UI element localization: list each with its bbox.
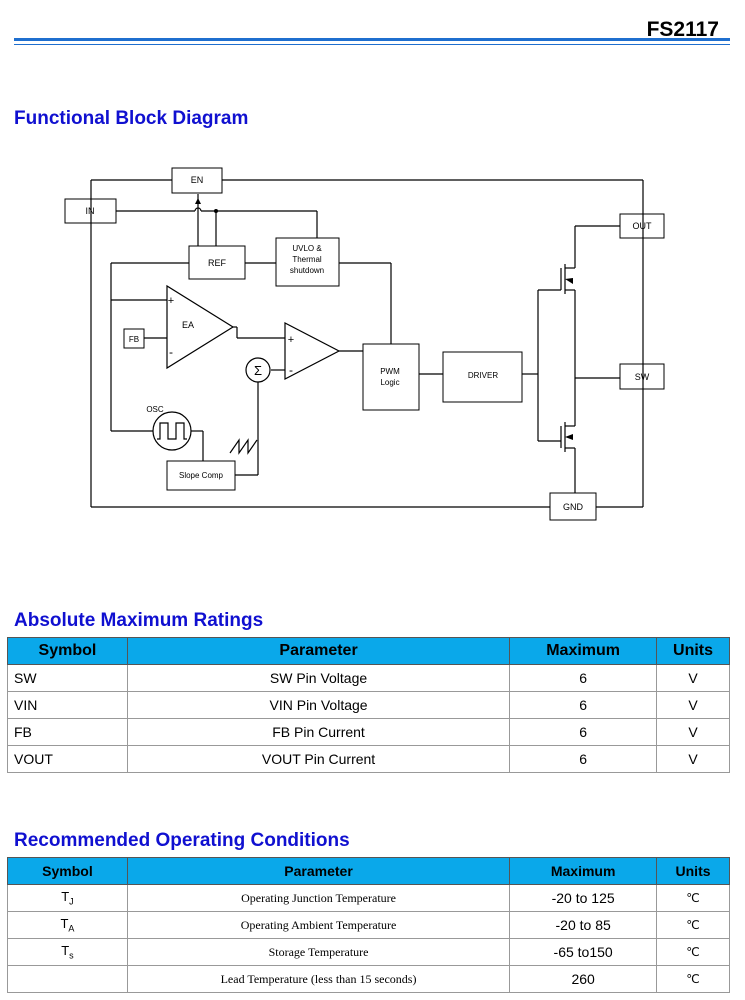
cell-parameter: SW Pin Voltage — [126, 664, 511, 692]
pwm-label-2: Logic — [380, 378, 399, 387]
symbol-main: T — [61, 889, 70, 905]
ea-plus-sign: + — [168, 295, 174, 307]
cell-units: V — [656, 664, 730, 692]
table-row: Lead Temperature (less than 15 seconds) … — [7, 965, 730, 993]
osc-label: OSC — [146, 405, 164, 414]
cell-units: ℃ — [656, 965, 730, 993]
cell-symbol: FB — [7, 718, 128, 746]
ea-label: EA — [182, 320, 194, 330]
table-header-row: Symbol Parameter Maximum Units — [7, 857, 730, 885]
cell-maximum: 6 — [509, 691, 658, 719]
in-label: IN — [86, 206, 95, 216]
cell-parameter: FB Pin Current — [126, 718, 511, 746]
cell-maximum: 6 — [509, 664, 658, 692]
header-parameter: Parameter — [126, 857, 511, 885]
header-units: Units — [656, 637, 730, 665]
header-rule-thick — [14, 38, 730, 41]
table-row: SW SW Pin Voltage 6 V — [7, 664, 730, 692]
cell-maximum: -20 to 85 — [509, 911, 658, 939]
gnd-label: GND — [563, 502, 584, 512]
uvlo-label-2: Thermal — [292, 255, 322, 264]
table-row: FB FB Pin Current 6 V — [7, 718, 730, 746]
table-row: TA Operating Ambient Temperature -20 to … — [7, 911, 730, 939]
cell-parameter: VIN Pin Voltage — [126, 691, 511, 719]
cell-symbol: Ts — [7, 938, 128, 966]
table-header-row: Symbol Parameter Maximum Units — [7, 637, 730, 665]
cell-maximum: 260 — [509, 965, 658, 993]
uvlo-label-3: shutdown — [290, 266, 324, 275]
out-label: OUT — [633, 221, 653, 231]
comparator-plus-sign: + — [288, 334, 294, 346]
header-symbol: Symbol — [7, 857, 128, 885]
table-row: TJ Operating Junction Temperature -20 to… — [7, 884, 730, 912]
fb-label: FB — [129, 335, 139, 344]
header-symbol: Symbol — [7, 637, 128, 665]
rec-op-title: Recommended Operating Conditions — [14, 830, 350, 851]
cell-symbol: VIN — [7, 691, 128, 719]
cell-maximum: 6 — [509, 718, 658, 746]
sw-label: SW — [635, 372, 650, 382]
driver-label: DRIVER — [468, 371, 498, 380]
cell-parameter: Operating Junction Temperature — [126, 884, 511, 912]
cell-symbol: TA — [7, 911, 128, 939]
table-row: Ts Storage Temperature -65 to150 ℃ — [7, 938, 730, 966]
abs-max-title: Absolute Maximum Ratings — [14, 610, 264, 631]
cell-parameter: Operating Ambient Temperature — [126, 911, 511, 939]
pwm-label-1: PWM — [380, 367, 400, 376]
symbol-subscript: J — [69, 896, 74, 907]
cell-units: ℃ — [656, 938, 730, 966]
abs-max-table: Symbol Parameter Maximum Units SW SW Pin… — [7, 637, 730, 773]
symbol-main: T — [61, 943, 70, 959]
cell-maximum: -65 to150 — [509, 938, 658, 966]
ref-label: REF — [208, 258, 227, 268]
header-maximum: Maximum — [509, 637, 658, 665]
cell-symbol: VOUT — [7, 745, 128, 773]
cell-units: ℃ — [656, 884, 730, 912]
slope-comp-label: Slope Comp — [179, 471, 224, 480]
cell-units: ℃ — [656, 911, 730, 939]
part-number: FS2117 — [646, 18, 719, 41]
en-label: EN — [191, 175, 204, 185]
cell-parameter: VOUT Pin Current — [126, 745, 511, 773]
cell-parameter: Storage Temperature — [126, 938, 511, 966]
cell-symbol: SW — [7, 664, 128, 692]
symbol-main: T — [60, 916, 69, 932]
table-row: VOUT VOUT Pin Current 6 V — [7, 745, 730, 773]
header-maximum: Maximum — [509, 857, 658, 885]
cell-units: V — [656, 718, 730, 746]
header-rule-thin — [14, 44, 730, 45]
symbol-subscript: s — [69, 950, 74, 961]
header-units: Units — [656, 857, 730, 885]
cell-maximum: -20 to 125 — [509, 884, 658, 912]
table-row: VIN VIN Pin Voltage 6 V — [7, 691, 730, 719]
uvlo-label-1: UVLO & — [292, 244, 322, 253]
symbol-subscript: A — [68, 923, 75, 934]
cell-maximum: 6 — [509, 745, 658, 773]
comparator-minus-sign: - — [289, 363, 293, 377]
ea-minus-sign: - — [169, 345, 173, 359]
cell-parameter: Lead Temperature (less than 15 seconds) — [126, 965, 511, 993]
rec-op-table: Symbol Parameter Maximum Units TJ Operat… — [7, 857, 730, 993]
cell-units: V — [656, 745, 730, 773]
cell-units: V — [656, 691, 730, 719]
functional-block-diagram: IN EN REF UVLO & Thermal shutdown EA FB … — [64, 167, 665, 521]
header-parameter: Parameter — [126, 637, 511, 665]
sigma-label: Σ — [254, 363, 262, 378]
cell-symbol — [7, 965, 128, 993]
cell-symbol: TJ — [7, 884, 128, 912]
block-diagram-title: Functional Block Diagram — [14, 108, 249, 129]
